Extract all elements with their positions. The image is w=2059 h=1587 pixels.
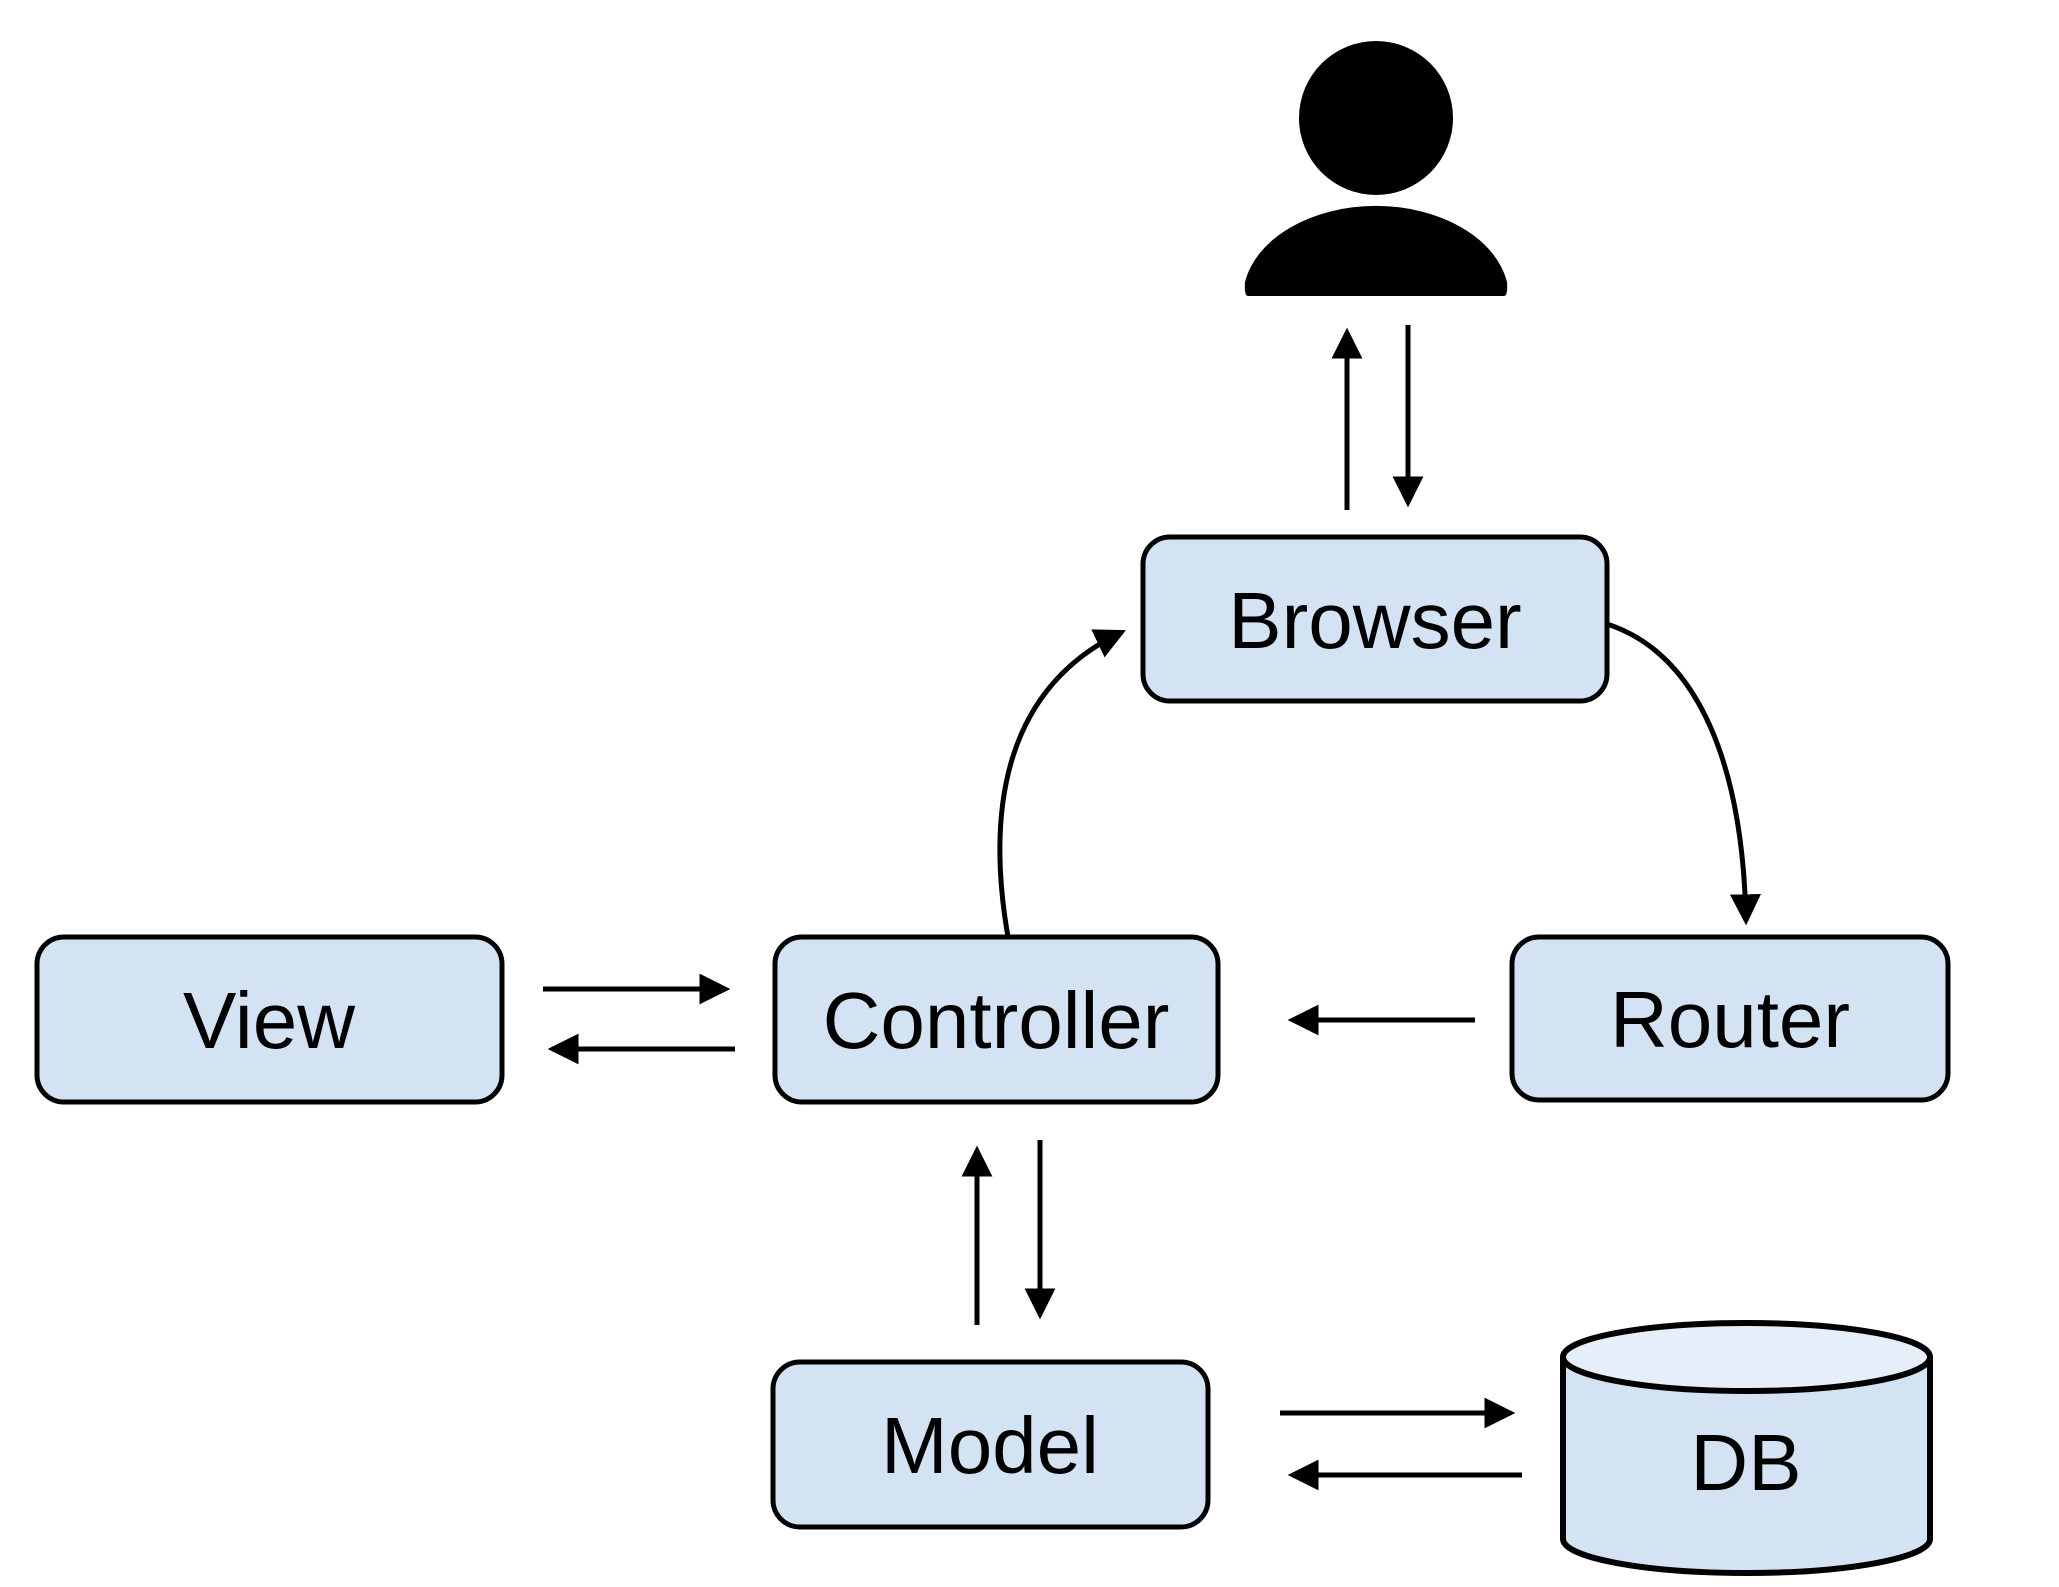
node-view-box <box>34 934 505 1105</box>
node-view-label: View <box>183 976 355 1065</box>
edge-controller-to-browser <box>997 629 1126 938</box>
node-db-label: DB <box>1690 1418 1801 1507</box>
node-controller-label: Controller <box>823 976 1170 1065</box>
node-model: Model <box>770 1359 1211 1530</box>
node-router: Router <box>1509 934 1951 1103</box>
node-model-box <box>770 1359 1211 1530</box>
node-db-cylinder-body <box>1560 1357 1933 1576</box>
node-browser-label: Browser <box>1228 576 1521 665</box>
user-icon <box>1244 41 1508 296</box>
user-icon-head <box>1299 41 1453 195</box>
user-icon-shoulders <box>1244 205 1508 296</box>
node-db: DB <box>1560 1320 1933 1576</box>
edge-browser-to-router <box>1606 621 1761 926</box>
node-controller-box <box>772 934 1221 1105</box>
node-view: View <box>34 934 505 1105</box>
node-model-label: Model <box>881 1401 1099 1490</box>
node-browser: Browser <box>1140 534 1610 704</box>
node-db-cylinder-top <box>1560 1320 1933 1394</box>
node-router-box <box>1509 934 1951 1103</box>
node-controller: Controller <box>772 934 1221 1105</box>
node-router-label: Router <box>1610 975 1850 1064</box>
node-browser-box <box>1140 534 1610 704</box>
